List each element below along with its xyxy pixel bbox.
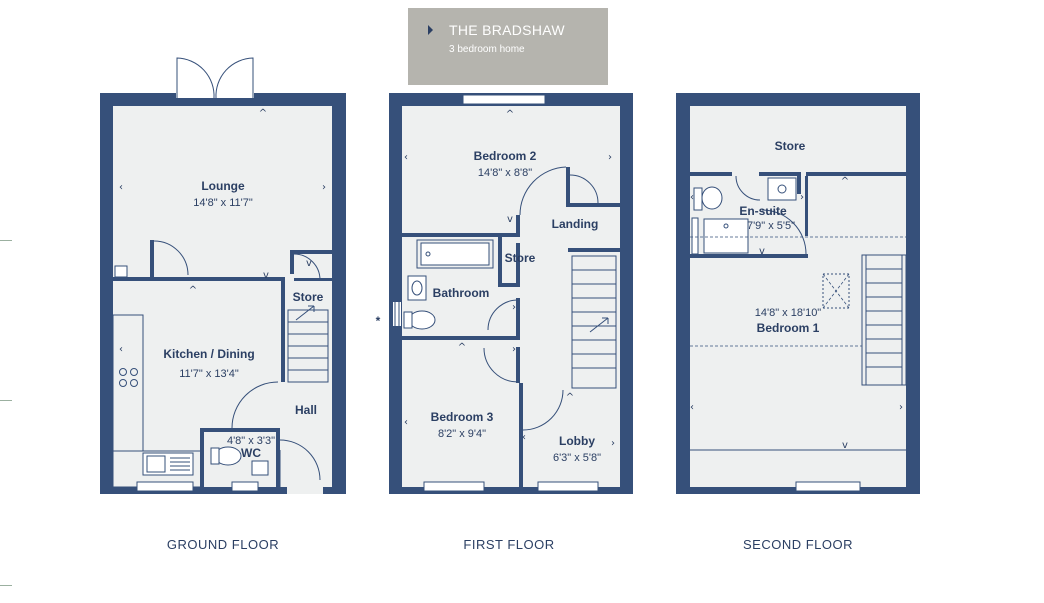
room-dims-kitchen-dining: 11'7" x 13'4" <box>179 368 239 380</box>
room-dims-lobby: 6'3" x 5'8" <box>553 452 601 464</box>
room-name-landing: Landing <box>552 217 599 231</box>
triangle-right-icon <box>428 25 433 35</box>
svg-text:‹: ‹ <box>522 432 526 443</box>
room-dims-wc: 4'8" x 3'3" <box>227 435 275 447</box>
svg-text:v: v <box>306 258 312 269</box>
room-name-hall: Hall <box>295 403 317 417</box>
svg-text:‹: ‹ <box>690 192 694 203</box>
floor-label-first: FIRST FLOOR <box>463 537 554 552</box>
room-dims-en-suite: 7'9" x 5'5" <box>747 220 795 232</box>
svg-text:›: › <box>800 192 804 203</box>
svg-text:v: v <box>263 270 269 281</box>
svg-text:›: › <box>512 302 516 313</box>
room-name-bedroom-2: Bedroom 2 <box>474 149 537 163</box>
svg-text:^: ^ <box>566 392 574 403</box>
room-name-store-ground: Store <box>293 290 324 304</box>
svg-text:^: ^ <box>458 342 466 353</box>
svg-text:‹: ‹ <box>404 152 408 163</box>
room-name-store-second: Store <box>775 139 806 153</box>
svg-text:^: ^ <box>841 176 849 187</box>
floor-label-ground: GROUND FLOOR <box>167 537 279 552</box>
svg-text:‹: ‹ <box>119 344 123 355</box>
svg-text:‹: ‹ <box>690 402 694 413</box>
room-name-lounge: Lounge <box>201 179 245 193</box>
header-title: THE BRADSHAW <box>449 22 565 38</box>
floor-label-second: SECOND FLOOR <box>743 537 853 552</box>
svg-text:‹: ‹ <box>404 417 408 428</box>
first-floor-plan: ^ ‹ › v ‹ › › ^ ^ › ‹ Bedroom 2 14'8" x … <box>376 93 633 494</box>
svg-text:›: › <box>608 152 612 163</box>
second-floor-plan: ^ ‹ › ‹ › v v Store En-suite 7'9" x 5'5"… <box>676 93 920 494</box>
svg-text:›: › <box>322 182 326 193</box>
svg-text:^: ^ <box>189 285 197 296</box>
svg-text:^: ^ <box>506 109 514 120</box>
room-name-en-suite: En-suite <box>739 204 787 218</box>
room-name-bathroom: Bathroom <box>433 286 490 300</box>
room-name-bedroom-1: Bedroom 1 <box>757 321 820 335</box>
svg-text:v: v <box>507 214 513 225</box>
header-subtitle: 3 bedroom home <box>449 44 525 55</box>
room-name-wc: WC <box>241 446 261 460</box>
room-name-kitchen-dining: Kitchen / Dining <box>163 347 254 361</box>
first-floor-marker: * <box>376 314 381 328</box>
header-box: THE BRADSHAW 3 bedroom home <box>408 8 608 85</box>
svg-text:v: v <box>842 440 848 451</box>
room-dims-bedroom-2: 14'8" x 8'8" <box>478 167 532 179</box>
svg-text:›: › <box>611 438 615 449</box>
room-dims-bedroom-1: 14'8" x 18'10" <box>755 307 822 319</box>
svg-text:v: v <box>759 246 765 257</box>
svg-text:‹: ‹ <box>119 182 123 193</box>
ground-floor-plan: ^ ‹ › v ^ ‹ v Lounge 14'8" x 11'7" Kitch… <box>100 57 346 494</box>
svg-text:›: › <box>512 344 516 355</box>
svg-text:›: › <box>899 402 903 413</box>
room-name-store-first: Store <box>505 251 536 265</box>
room-name-bedroom-3: Bedroom 3 <box>431 410 494 424</box>
room-name-lobby: Lobby <box>559 434 595 448</box>
room-dims-lounge: 14'8" x 11'7" <box>193 197 253 209</box>
svg-text:^: ^ <box>259 108 267 119</box>
room-dims-bedroom-3: 8'2" x 9'4" <box>438 428 486 440</box>
